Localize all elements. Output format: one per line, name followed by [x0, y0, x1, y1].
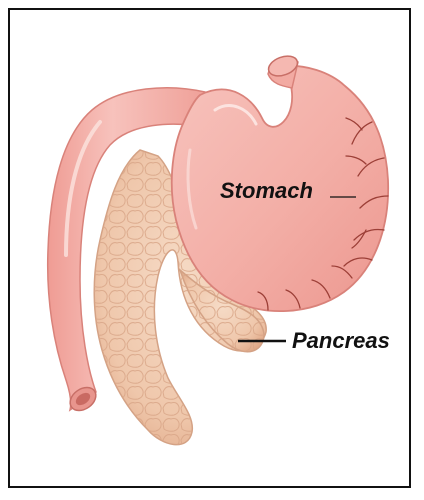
stomach-label: Stomach — [220, 178, 313, 204]
pancreas-label: Pancreas — [292, 328, 390, 354]
